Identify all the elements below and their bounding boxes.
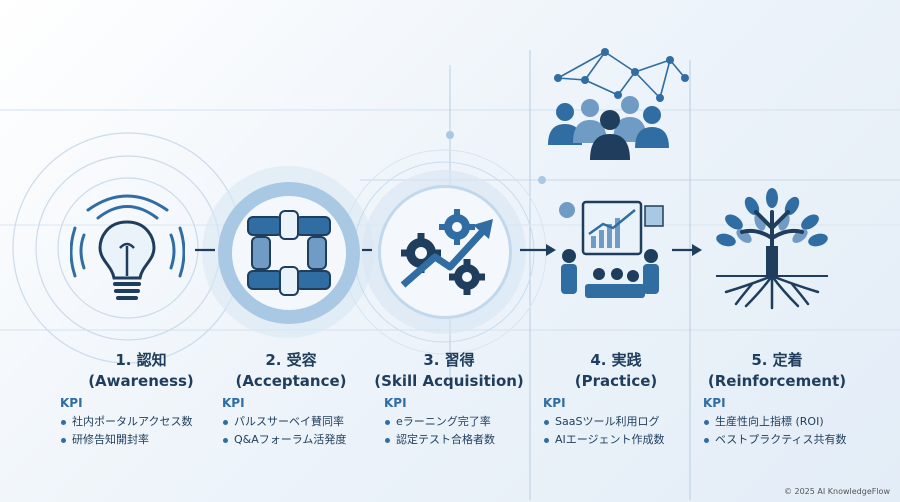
kpi-item: 生産性向上指標 (ROI) bbox=[703, 413, 873, 431]
team-dashboard-icon bbox=[559, 200, 664, 298]
kpi-item: 認定テスト合格者数 bbox=[384, 431, 554, 449]
stage-2-title: 2. 受容(Acceptance) bbox=[235, 351, 347, 390]
kpi-label: KPI bbox=[543, 396, 566, 410]
stage-1-kpi-list: KPI 社内ポータルアクセス数 研修告知開封率 bbox=[60, 396, 230, 449]
stage-4-title: 4. 実践(Practice) bbox=[574, 351, 658, 390]
lightbulb-icon bbox=[70, 194, 185, 300]
kpi-item: 社内ポータルアクセス数 bbox=[60, 413, 230, 431]
copyright-footer: © 2025 AI KnowledgeFlow bbox=[783, 487, 890, 496]
stage-1-title: 1. 認知(Awareness) bbox=[88, 351, 194, 390]
stage-3-title: 3. 習得(Skill Acquisition) bbox=[374, 351, 524, 390]
kpi-item: SaaSツール利用ログ bbox=[543, 413, 713, 431]
network-graph-icon bbox=[557, 51, 686, 99]
rooted-tree-icon bbox=[716, 188, 828, 310]
kpi-item: パルスサーベイ賛同率 bbox=[222, 413, 392, 431]
kpi-item: AIエージェント作成数 bbox=[543, 431, 713, 449]
kpi-item: 研修告知開封率 bbox=[60, 431, 230, 449]
kpi-item: ベストプラクティス共有数 bbox=[703, 431, 873, 449]
stage-2-kpi-list: KPI パルスサーベイ賛同率 Q&Aフォーラム活発度 bbox=[222, 396, 392, 449]
kpi-label: KPI bbox=[60, 396, 83, 410]
kpi-item: Q&Aフォーラム活発度 bbox=[222, 431, 392, 449]
kpi-label: KPI bbox=[384, 396, 407, 410]
team-people-icon bbox=[548, 96, 669, 160]
kpi-label: KPI bbox=[222, 396, 245, 410]
gears-growth-icon bbox=[400, 209, 493, 295]
kpi-item: eラーニング完了率 bbox=[384, 413, 554, 431]
stage-5-kpi-list: KPI 生産性向上指標 (ROI) ベストプラクティス共有数 bbox=[703, 396, 873, 449]
stage-3-kpi-list: KPI eラーニング完了率 認定テスト合格者数 bbox=[384, 396, 554, 449]
kpi-label: KPI bbox=[703, 396, 726, 410]
linked-hands-icon bbox=[247, 210, 331, 296]
stage-4-kpi-list: KPI SaaSツール利用ログ AIエージェント作成数 bbox=[543, 396, 713, 449]
stage-5-title: 5. 定着(Reinforcement) bbox=[707, 351, 847, 390]
